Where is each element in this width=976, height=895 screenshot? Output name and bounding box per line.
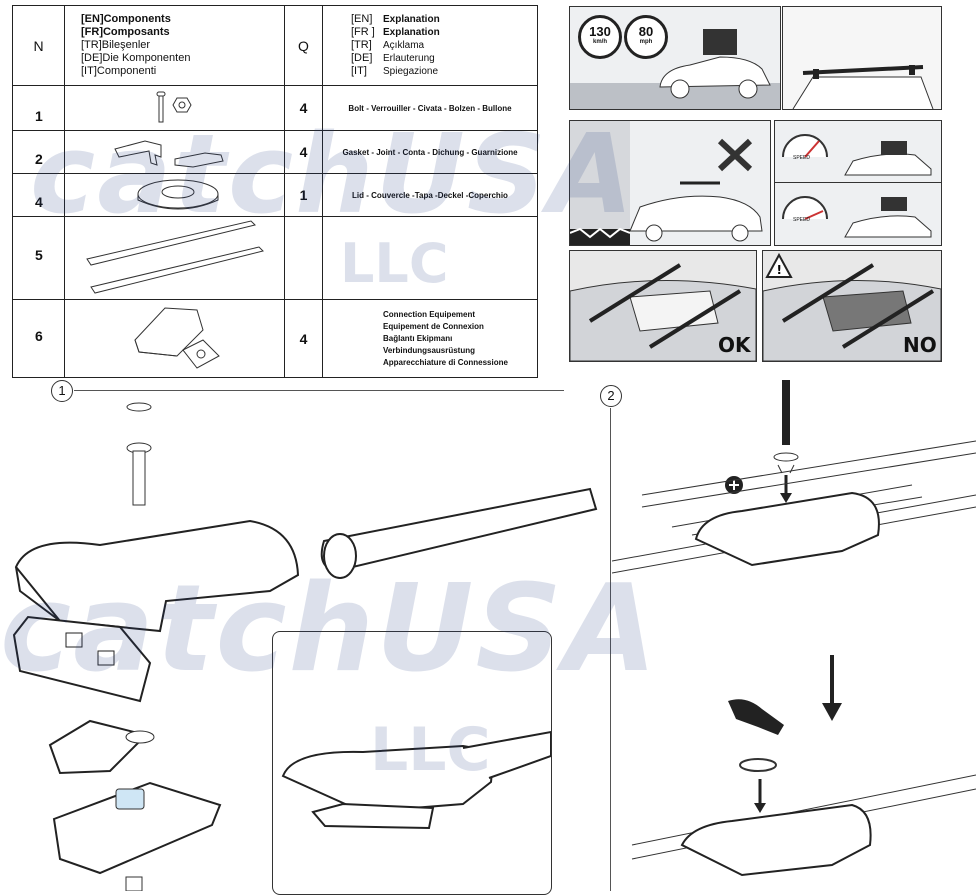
svg-text:!: ! xyxy=(777,263,782,277)
row-desc: Gasket - Joint - Conta - Dichung - Guarn… xyxy=(322,130,538,174)
ok-mount-panel: OK xyxy=(569,250,757,362)
gasket-illustration xyxy=(64,130,285,174)
speed-sign-kmh: 130 km/h xyxy=(578,15,622,59)
rail-illustration xyxy=(64,216,285,300)
step-2-divider xyxy=(610,408,611,891)
table-row: 6 4 Connection Equipement Equipement de … xyxy=(12,299,538,378)
table-row: 1 4 Bolt - Verrouiller - Civata - Bolzen… xyxy=(12,85,538,131)
lid-illustration xyxy=(64,173,285,217)
row-n: 5 xyxy=(12,216,65,300)
table-row: 5 xyxy=(12,216,538,300)
row-q: 4 xyxy=(284,299,323,378)
row-q: 4 xyxy=(284,130,323,174)
row-n: 2 xyxy=(12,130,65,174)
exploded-parts-drawing xyxy=(12,402,598,891)
header-q: Q xyxy=(284,5,323,86)
row-q: 4 xyxy=(284,85,323,131)
assembled-detail-panel xyxy=(272,631,552,895)
ok-label: OK xyxy=(718,333,751,357)
header-components: [EN]Components [FR]Composants [TR]Bileşe… xyxy=(64,5,285,86)
row-desc xyxy=(322,216,538,300)
installation-drawing xyxy=(612,380,976,877)
step-1-line xyxy=(74,390,564,391)
speed-slow-panel: SPEED xyxy=(774,182,942,246)
row-n: 6 xyxy=(12,299,65,378)
no-label: NO xyxy=(903,333,937,357)
step-2-marker: 2 xyxy=(600,385,622,407)
header-n: N xyxy=(12,5,65,86)
crossbar-car-panel xyxy=(782,6,942,110)
step-1-marker: 1 xyxy=(51,380,73,402)
row-q xyxy=(284,216,323,300)
bolt-illustration xyxy=(64,85,285,131)
car-wash-warning-panel xyxy=(569,120,771,246)
row-desc: Bolt - Verrouiller - Civata - Bolzen - B… xyxy=(322,85,538,131)
speed-limit-panel: 130 km/h 80 mph xyxy=(569,6,781,110)
no-mount-panel: ! NO xyxy=(762,250,942,362)
speed-sign-mph: 80 mph xyxy=(624,15,668,59)
row-q: 1 xyxy=(284,173,323,217)
table-header-row: N [EN]Components [FR]Composants [TR]Bile… xyxy=(12,5,538,86)
row-desc: Lid - Couvercle -Tapa -Deckel -Coperchio xyxy=(322,173,538,217)
components-table: N [EN]Components [FR]Composants [TR]Bile… xyxy=(12,5,538,378)
row-n: 1 xyxy=(12,85,65,131)
row-n: 4 xyxy=(12,173,65,217)
header-explanation: [EN]Explanation [FR ]Explanation [TR]Açı… xyxy=(322,5,538,86)
speed-label: SPEED xyxy=(793,155,810,161)
row-desc: Connection Equipement Equipement de Conn… xyxy=(322,299,538,378)
speed-fast-panel: SPEED xyxy=(774,120,942,184)
table-row: 4 1 Lid - Couvercle -Tapa -Deckel -Coper… xyxy=(12,173,538,217)
connection-equipment-illustration xyxy=(64,299,285,378)
speed-label: SPEED xyxy=(793,217,810,223)
table-row: 2 4 Gasket - Joint - Conta - Dichung - G… xyxy=(12,130,538,174)
